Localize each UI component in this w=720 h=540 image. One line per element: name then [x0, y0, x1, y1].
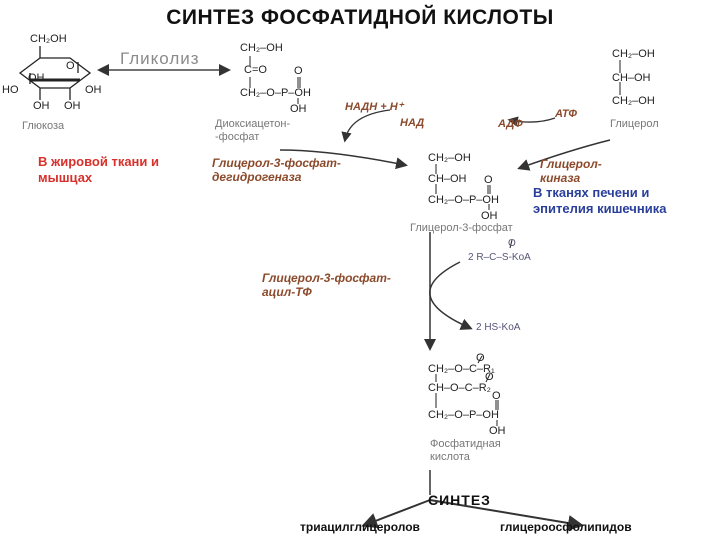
g3p-line-3: CH₂–O–P–OH	[428, 194, 499, 206]
nadh-arc	[341, 109, 391, 143]
glucose-oh-4: OH	[64, 100, 81, 112]
dhap-oh-bottom: OH	[290, 103, 307, 115]
g3p-line-1: CH₂–OH	[428, 152, 471, 164]
hs-coa-out: 2 HS-KoA	[476, 322, 521, 333]
synthesis-left-arrow	[361, 499, 431, 529]
glucose-ring-o: O	[66, 60, 75, 72]
glycerol-name: Глицерол	[610, 118, 659, 130]
dhap-line-2: C=O	[244, 64, 267, 76]
page-title: СИНТЕЗ ФОСФАТИДНОЙ КИСЛОТЫ	[166, 6, 554, 29]
enzyme-glycerol-kinase: Глицерол- киназа	[540, 157, 602, 185]
enzyme-g3p-dh-line-2: дегидрогеназа	[212, 170, 302, 184]
dhap-name-2: -фосфат	[215, 131, 260, 143]
nadh-label: НАДН + Н⁺	[345, 101, 404, 113]
atp-label: АТФ	[555, 108, 577, 120]
enzyme-acyl-tf-line-2: ацил-ТФ	[262, 285, 312, 299]
pa-o-2: O	[485, 371, 494, 383]
g3p-o-top: O	[484, 174, 493, 186]
glucose-name: Глюкоза	[22, 120, 65, 132]
tissue-right-line-2: эпителия кишечника	[533, 201, 667, 216]
glucose-ring	[18, 46, 92, 100]
dhap-line-3: CH₂–O–P–OH	[240, 87, 311, 99]
dhap-o-top: O	[294, 65, 303, 77]
product-triacylglycerols: триацилглицеролов	[300, 520, 420, 534]
dhap-line-1: CH₂–OH	[240, 42, 283, 54]
tissue-left-line-1: В жировой ткани и	[38, 154, 160, 169]
glucose-oh-1: OH	[28, 72, 45, 84]
enzyme-acyl-tf-line-1: Глицерол-3-фосфат-	[262, 271, 391, 285]
glucose-ho: HO	[2, 84, 19, 96]
g3p-name: Глицерол-3-фосфат	[410, 222, 513, 234]
glucose-ch2oh: CH₂OH	[30, 33, 67, 45]
g3p-line-2: CH–OH	[428, 173, 467, 185]
enzyme-gk-line-2: киназа	[540, 171, 581, 185]
pa-name-1: Фосфатидная	[430, 438, 501, 450]
glycerol-to-g3p-arrow	[517, 139, 611, 171]
tissue-left-line-2: мышцах	[38, 170, 93, 185]
glucose-oh-3: OH	[33, 100, 50, 112]
atp-arc	[507, 116, 556, 127]
acyl-coa-o: O	[508, 238, 516, 249]
g3p-oh-bottom: OH	[481, 210, 498, 222]
product-glycerophospholipids: глицероосфолипидов	[500, 520, 632, 534]
pa-name-2: кислота	[430, 451, 470, 463]
pa-line-3: CH₂–O–P–OH	[428, 409, 499, 421]
synthesis-label: СИНТЕЗ	[428, 492, 491, 508]
enzyme-g3p-dehydrogenase: Глицерол-3-фосфат- дегидрогеназа	[212, 156, 341, 184]
nad-label: НАД	[400, 117, 425, 129]
acyl-coa-in: 2 R–C–S-KoA	[468, 252, 531, 263]
enzyme-gk-line-1: Глицерол-	[540, 157, 602, 171]
glycerol-line-1: CH₂–OH	[612, 48, 655, 60]
glycerol-line-3: CH₂–OH	[612, 95, 655, 107]
tissue-right: В тканях печени и эпителия кишечника	[533, 185, 666, 217]
glycolysis-label: Гликолиз	[120, 49, 200, 68]
synthesis-right-arrow	[429, 499, 584, 531]
tissue-left: В жировой ткани и мышцах	[38, 154, 159, 186]
acyl-coa-arc	[429, 261, 473, 330]
adp-label: АДФ	[498, 118, 523, 130]
enzyme-acyl-tf: Глицерол-3-фосфат- ацил-ТФ	[262, 271, 391, 299]
pa-line-2: CH–O–C–R₂	[428, 382, 491, 394]
pa-o-1: O	[476, 352, 485, 364]
pa-o-3: O	[492, 390, 501, 402]
glucose-oh-2: OH	[85, 84, 102, 96]
enzyme-g3p-dh-line-1: Глицерол-3-фосфат-	[212, 156, 341, 170]
tissue-right-line-1: В тканях печени и	[533, 185, 650, 200]
glycerol-line-2: CH–OH	[612, 72, 651, 84]
pa-oh-bottom: OH	[489, 425, 506, 437]
dhap-to-g3p-arrow	[279, 149, 408, 170]
dhap-name-1: Диоксиацетон-	[215, 118, 291, 130]
pa-line-1: CH₂–O–C–R₁	[428, 363, 495, 375]
